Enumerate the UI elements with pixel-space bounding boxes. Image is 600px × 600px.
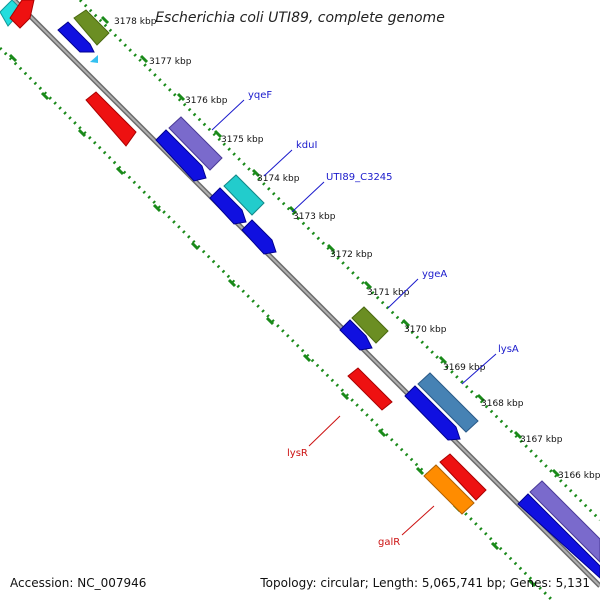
- inner-tick: [115, 166, 125, 176]
- gene-feature-ygeA: [351, 306, 389, 344]
- gene-feature-red: [439, 453, 487, 501]
- leader-line-kduI: [263, 149, 293, 177]
- inner-tick: [527, 578, 537, 588]
- tick-label: 3171 kbp: [367, 288, 410, 298]
- gene-labels: yqeF kduI UTI89_C3245 ygeA lysA lysR gal…: [248, 90, 519, 548]
- tick-label: 3169 kbp: [443, 363, 486, 373]
- leader-line-lysA: [461, 353, 497, 385]
- tick-label: 3166 kbp: [558, 471, 600, 481]
- tick-label: 3175 kbp: [221, 135, 264, 145]
- outer-tick: [176, 92, 186, 102]
- genome-summary-text: Topology: circular; Length: 5,065,741 bp…: [260, 576, 590, 590]
- leader-line-yqeF: [211, 99, 245, 131]
- gene-label-yqeF: yqeF: [248, 90, 272, 101]
- inner-tick: [265, 316, 275, 326]
- inner-tick: [190, 241, 200, 251]
- outer-tick: [513, 430, 523, 440]
- cds-arrow-blue: [155, 129, 207, 182]
- inner-tick: [340, 391, 350, 401]
- outer-tick: [363, 280, 373, 290]
- leader-line-UTI89_C3245: [291, 181, 325, 213]
- outer-tick-marks: [100, 15, 561, 478]
- gene-feature-kduI: [223, 174, 265, 216]
- genome-title: Escherichia coli UTI89, complete genome: [155, 10, 445, 26]
- gene-label-lysA: lysA: [498, 344, 519, 355]
- inner-tick: [490, 541, 500, 551]
- accession-text: Accession: NC_007946: [10, 576, 147, 590]
- outer-tick: [100, 15, 110, 25]
- inner-tick: [377, 428, 387, 438]
- gene-feature-red: [85, 91, 137, 147]
- inner-tick: [415, 466, 425, 476]
- gene-feature-lysA: [417, 372, 479, 433]
- tick-label: 3177 kbp: [149, 57, 192, 67]
- inner-tick: [302, 353, 312, 363]
- tick-labels: 3178 kbp 3177 kbp 3176 kbp 3175 kbp 3174…: [114, 17, 600, 481]
- inner-scale-dots: [0, 46, 554, 600]
- gene-label-galR: galR: [378, 537, 400, 548]
- gene-leader-lines: [211, 99, 497, 536]
- gene-feature-purple: [529, 480, 600, 563]
- tick-label: 3174 kbp: [257, 174, 300, 184]
- outer-tick: [213, 129, 223, 139]
- tick-label: 3178 kbp: [114, 17, 157, 27]
- tick-label: 3173 kbp: [293, 212, 336, 222]
- outer-tick: [551, 468, 561, 478]
- tick-label: 3170 kbp: [404, 325, 447, 335]
- tick-label: 3172 kbp: [330, 250, 373, 260]
- cds-arrow-blue: [517, 493, 600, 579]
- gene-feature-yqeF: [168, 116, 223, 171]
- leader-line-galR: [401, 505, 435, 536]
- cds-arrow-blue: [57, 21, 95, 53]
- gene-label-ygeA: ygeA: [422, 269, 447, 280]
- gene-feature-green: [73, 9, 110, 46]
- genome-backbone-highlight: [13, 0, 600, 587]
- outer-tick: [326, 243, 336, 253]
- tick-label: 3176 kbp: [185, 96, 228, 106]
- outer-tick: [288, 205, 298, 215]
- outer-tick: [476, 393, 486, 403]
- tick-label: 3168 kbp: [481, 399, 524, 409]
- inner-tick: [152, 203, 162, 213]
- inner-tick-marks: [8, 53, 537, 588]
- gene-label-UTI89_C3245: UTI89_C3245: [326, 172, 393, 183]
- outer-tick: [438, 355, 448, 365]
- inner-tick: [77, 128, 87, 138]
- cds-arrow-blue: [339, 319, 373, 351]
- feature-track: [0, 0, 600, 579]
- gene-feature-red: [9, 0, 35, 29]
- tick-label: 3167 kbp: [520, 435, 563, 445]
- gene-feature-lysR: [347, 367, 393, 411]
- leader-line-ygeA: [387, 278, 419, 309]
- cds-arrow-blue: [241, 219, 277, 255]
- inner-tick: [40, 91, 50, 101]
- outer-tick: [401, 318, 411, 328]
- inner-tick: [8, 53, 18, 63]
- cds-arrow-blue: [404, 385, 461, 441]
- gene-label-kduI: kduI: [296, 140, 317, 151]
- outer-tick: [139, 54, 149, 64]
- outer-tick: [251, 168, 261, 178]
- gene-feature-galR: [423, 464, 475, 515]
- gene-label-lysR: lysR: [287, 448, 308, 459]
- cds-arrow-blue: [209, 187, 247, 225]
- cds-small-cyan: [90, 55, 98, 63]
- inner-tick: [227, 278, 237, 288]
- leader-line-lysR: [308, 415, 341, 447]
